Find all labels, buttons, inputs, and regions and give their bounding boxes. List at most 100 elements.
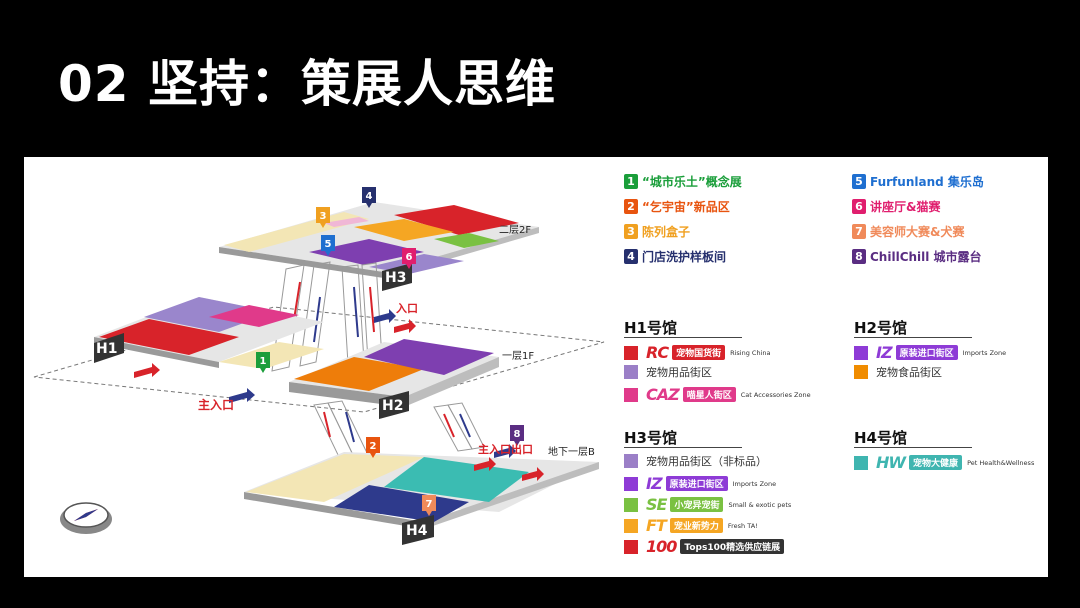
zone-english-name: Cat Accessories Zone (740, 390, 811, 399)
h1-pink-zone (209, 305, 299, 327)
zone-color-swatch (854, 365, 868, 379)
svg-text:4: 4 (366, 191, 373, 202)
hall-label-h4: H4 (406, 523, 428, 539)
h1-zone-item: 宠物用品街区 (624, 364, 712, 380)
legend-item-2: 2 “乞宇宙”新品区 (624, 198, 730, 215)
legend-number-badge: 5 (852, 174, 866, 189)
zone-color-swatch (624, 345, 638, 360)
legend-label: “乞宇宙”新品区 (642, 200, 730, 214)
zone-name-pill: 喵星人街区 (682, 387, 736, 402)
main-entrance-exit-label: 主入口出口 (478, 443, 533, 456)
legend-number-badge: 1 (624, 174, 638, 189)
legend-label: 门店洗护样板间 (642, 250, 727, 264)
zone-name: 宠物用品街区（非标品） (646, 455, 767, 468)
h3-red-zone (394, 205, 519, 235)
zone-logo: FT (646, 516, 667, 535)
main-entrance-label: 主入口 (198, 398, 235, 412)
zone-english-name: Small & exotic pets (728, 500, 792, 509)
zone-name-pill: 原装进口街区 (665, 476, 728, 491)
zone-color-swatch (624, 387, 638, 402)
legend-label: 讲座厅&猫赛 (870, 200, 941, 214)
zone-logo: 100 (646, 537, 677, 556)
svg-text:8: 8 (514, 429, 521, 440)
zone-name-pill: 宠物大健康 (909, 455, 963, 470)
legend-item-1: 1 “城市乐土”概念展 (624, 173, 742, 190)
legend-item-3: 3 陈列盒子 (624, 223, 690, 240)
floor-plan-panel: 1 2 3 4 5 6 7 8 二层2F 一层 (24, 157, 1048, 577)
zone-logo: IZ (646, 474, 663, 493)
floor-label-b1: 地下一层B (548, 447, 595, 458)
zone-logo: RC (646, 343, 669, 362)
zone-logo: IZ (876, 343, 893, 362)
legend-label: 陈列盒子 (642, 225, 691, 239)
zone-color-swatch (624, 539, 638, 554)
zone-name-pill: 宠物国货街 (672, 345, 726, 360)
pin-6[interactable]: 6 (402, 248, 416, 269)
hall-label-h3: H3 (385, 270, 407, 286)
svg-text:7: 7 (426, 499, 433, 510)
legend-item-4: 4 门店洗护样板间 (624, 248, 726, 265)
pin-5[interactable]: 5 (321, 235, 335, 256)
legend-label: ChillChill 城市露台 (870, 250, 982, 264)
zone-name-pill: 原装进口街区 (895, 345, 958, 360)
svg-text:3: 3 (320, 211, 327, 222)
floor-label-2f: 二层2F (499, 225, 532, 236)
zone-color-swatch (854, 455, 868, 470)
hall-title-h3: H3号馆 (624, 429, 677, 447)
hall-tag-h1 (94, 333, 124, 363)
pin-8[interactable]: 8 (510, 425, 524, 446)
pin-1[interactable]: 1 (256, 352, 270, 373)
zone-name: 宠物食品街区 (876, 366, 942, 379)
legend-number-badge: 2 (624, 199, 638, 214)
zone-color-swatch (854, 345, 868, 360)
h2-purple-zone (364, 339, 494, 375)
zone-color-swatch (624, 518, 638, 533)
hall-title-h2: H2号馆 (854, 319, 907, 337)
h3-orange-zone (354, 219, 454, 241)
zone-name: 宠物用品街区 (646, 366, 712, 379)
legend-number-badge: 6 (852, 199, 866, 214)
zone-logo: HW (876, 453, 906, 472)
h2-zone-item: 宠物食品街区 (854, 364, 942, 380)
entrance-label: 入口 (396, 302, 418, 315)
h2-orange-zone (294, 357, 424, 391)
legend-label: “城市乐土”概念展 (642, 175, 742, 189)
hall-label-h1: H1 (96, 341, 118, 357)
h4-navy-zone (334, 485, 469, 522)
pin-4[interactable]: 4 (362, 187, 376, 208)
zone-color-swatch (624, 476, 638, 491)
h1-red-zone (99, 319, 239, 355)
zone-logo: CAZ (646, 385, 680, 404)
hall-title-h4: H4号馆 (854, 429, 907, 447)
svg-text:2: 2 (370, 441, 377, 452)
zone-english-name: Fresh TA! (727, 521, 758, 530)
zone-color-swatch (624, 454, 638, 468)
h4-teal-zone (384, 457, 529, 502)
1f-cream-zone (219, 342, 324, 369)
pin-3[interactable]: 3 (316, 207, 330, 228)
legend-number-badge: 4 (624, 249, 638, 264)
h3-zone-item: 宠物用品街区（非标品） (624, 453, 767, 469)
pin-7[interactable]: 7 (422, 495, 436, 516)
svg-text:5: 5 (325, 239, 332, 250)
pin-2[interactable]: 2 (366, 437, 380, 458)
floor-label-1f: 一层1F (502, 351, 535, 362)
slide-title: 02 坚持：策展人思维 (58, 55, 556, 113)
zone-english-name: Rising China (730, 348, 771, 357)
b1-cream-zone (246, 454, 424, 502)
legend-number-badge: 3 (624, 224, 638, 239)
hall-title-h1: H1号馆 (624, 319, 677, 337)
zone-name-pill: 小宠异宠街 (670, 497, 724, 512)
zone-english-name: Imports Zone (732, 479, 777, 488)
svg-text:1: 1 (260, 356, 267, 367)
